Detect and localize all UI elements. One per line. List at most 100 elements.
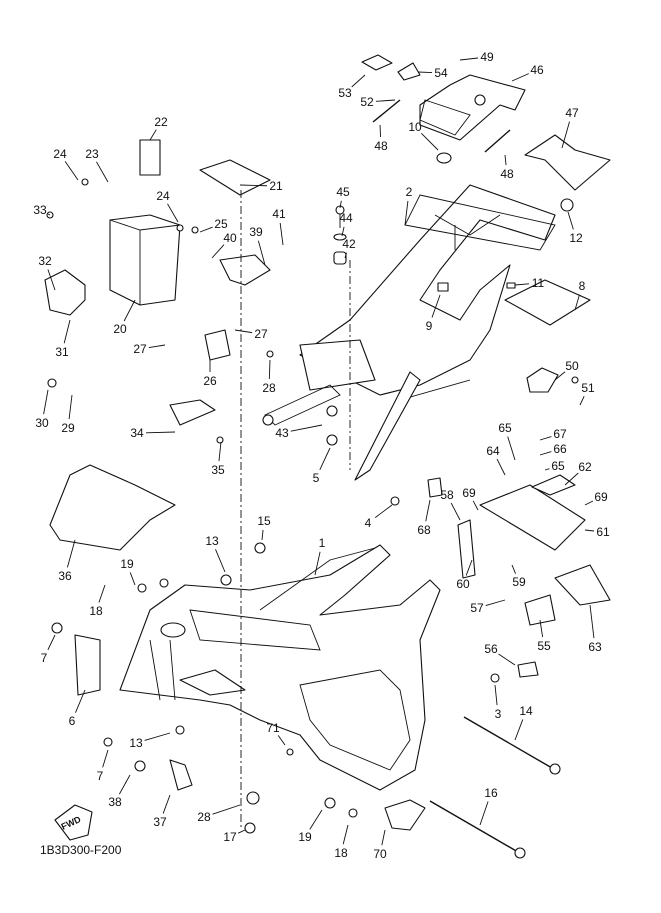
leader-line	[64, 161, 79, 181]
callout-number: 3	[495, 707, 502, 721]
callout-28: 28	[197, 804, 241, 824]
leader-line	[564, 472, 579, 486]
callout-65: 65	[544, 459, 565, 473]
callout-number: 18	[334, 846, 348, 860]
leader-line	[215, 549, 226, 573]
callout-number: 19	[298, 830, 312, 844]
callout-56: 56	[484, 642, 516, 666]
leader-line	[589, 604, 595, 639]
callout-number: 44	[339, 211, 353, 225]
callout-number: 67	[553, 427, 567, 441]
callout-32: 32	[38, 254, 56, 291]
leader-line	[561, 121, 570, 149]
callout-28: 28	[262, 359, 276, 395]
leader-line	[465, 559, 473, 576]
callout-number: 59	[512, 575, 526, 589]
callout-number: 27	[254, 327, 268, 341]
callout-9: 9	[426, 294, 441, 333]
battery-box-part	[109, 139, 271, 306]
callout-2: 2	[404, 185, 413, 226]
callout-number: 56	[484, 642, 498, 656]
callout-4: 4	[365, 504, 393, 530]
leader-line	[218, 441, 222, 462]
callout-number: 49	[480, 50, 494, 64]
leader-line	[96, 161, 109, 183]
callout-number: 26	[203, 374, 217, 388]
leader-line	[511, 73, 529, 82]
callout-3: 3	[494, 684, 502, 721]
callout-66: 66	[539, 442, 567, 456]
callout-7: 7	[97, 749, 109, 783]
callout-number: 29	[61, 421, 75, 435]
clip-part	[506, 282, 516, 289]
leader-line	[63, 319, 71, 344]
leader-line	[277, 735, 286, 746]
leader-line	[351, 74, 366, 88]
leader-line	[511, 564, 516, 574]
leader-line	[339, 200, 342, 209]
leader-line	[167, 203, 179, 223]
callout-number: 45	[336, 185, 350, 199]
callout-24: 24	[53, 147, 79, 181]
leader-line	[539, 619, 544, 638]
long-bolt-16	[429, 800, 519, 853]
callout-19: 19	[298, 809, 323, 844]
callout-39: 39	[249, 225, 266, 266]
callout-number: 42	[342, 237, 356, 251]
leader-line	[47, 634, 56, 651]
leader-line	[148, 344, 166, 349]
callout-number: 35	[211, 463, 225, 477]
callout-55: 55	[537, 619, 551, 653]
callout-number: 31	[55, 345, 69, 359]
callout-7: 7	[41, 634, 56, 665]
callout-38: 38	[108, 774, 131, 809]
leader-line	[544, 468, 550, 471]
callout-number: 37	[153, 815, 167, 829]
callout-number: 33	[33, 203, 47, 217]
callout-8: 8	[574, 279, 586, 311]
callout-15: 15	[257, 514, 271, 541]
leader-line	[261, 529, 264, 541]
bracket-part-6	[74, 634, 101, 696]
callout-number: 13	[205, 534, 219, 548]
leader-line	[421, 133, 439, 151]
callout-number: 24	[156, 189, 170, 203]
callout-37: 37	[153, 794, 171, 829]
callout-5: 5	[313, 447, 331, 485]
callout-49: 49	[459, 50, 494, 64]
callout-71: 71	[266, 721, 286, 746]
callout-number: 69	[594, 490, 608, 504]
leader-line	[211, 244, 225, 259]
seat-bracket-pads	[361, 54, 511, 153]
tail-bracket-part	[419, 74, 526, 141]
leader-line	[118, 774, 131, 795]
callout-number: 17	[223, 830, 237, 844]
callout-35: 35	[211, 441, 225, 477]
callout-40: 40	[211, 231, 237, 259]
callout-number: 58	[440, 488, 454, 502]
leader-line	[144, 732, 171, 741]
callout-number: 8	[579, 279, 586, 293]
callout-number: 57	[470, 601, 484, 615]
callout-number: 43	[275, 426, 289, 440]
callout-70: 70	[373, 829, 387, 861]
callout-18: 18	[89, 584, 106, 618]
callout-number: 48	[500, 167, 514, 181]
callout-number: 41	[272, 207, 286, 221]
leader-line	[404, 200, 409, 226]
leader-line	[498, 653, 516, 666]
callout-43: 43	[275, 424, 323, 440]
callout-13: 13	[129, 732, 171, 750]
callout-number: 62	[578, 460, 592, 474]
callout-36: 36	[58, 539, 76, 583]
callout-number: 28	[197, 810, 211, 824]
cover-part-63	[554, 564, 611, 606]
callout-11: 11	[514, 276, 545, 290]
leader-line	[212, 804, 241, 815]
callout-number: 38	[108, 795, 122, 809]
callout-48: 48	[374, 124, 388, 153]
leader-line	[309, 809, 323, 830]
callout-16: 16	[479, 786, 498, 826]
callout-number: 19	[120, 557, 134, 571]
